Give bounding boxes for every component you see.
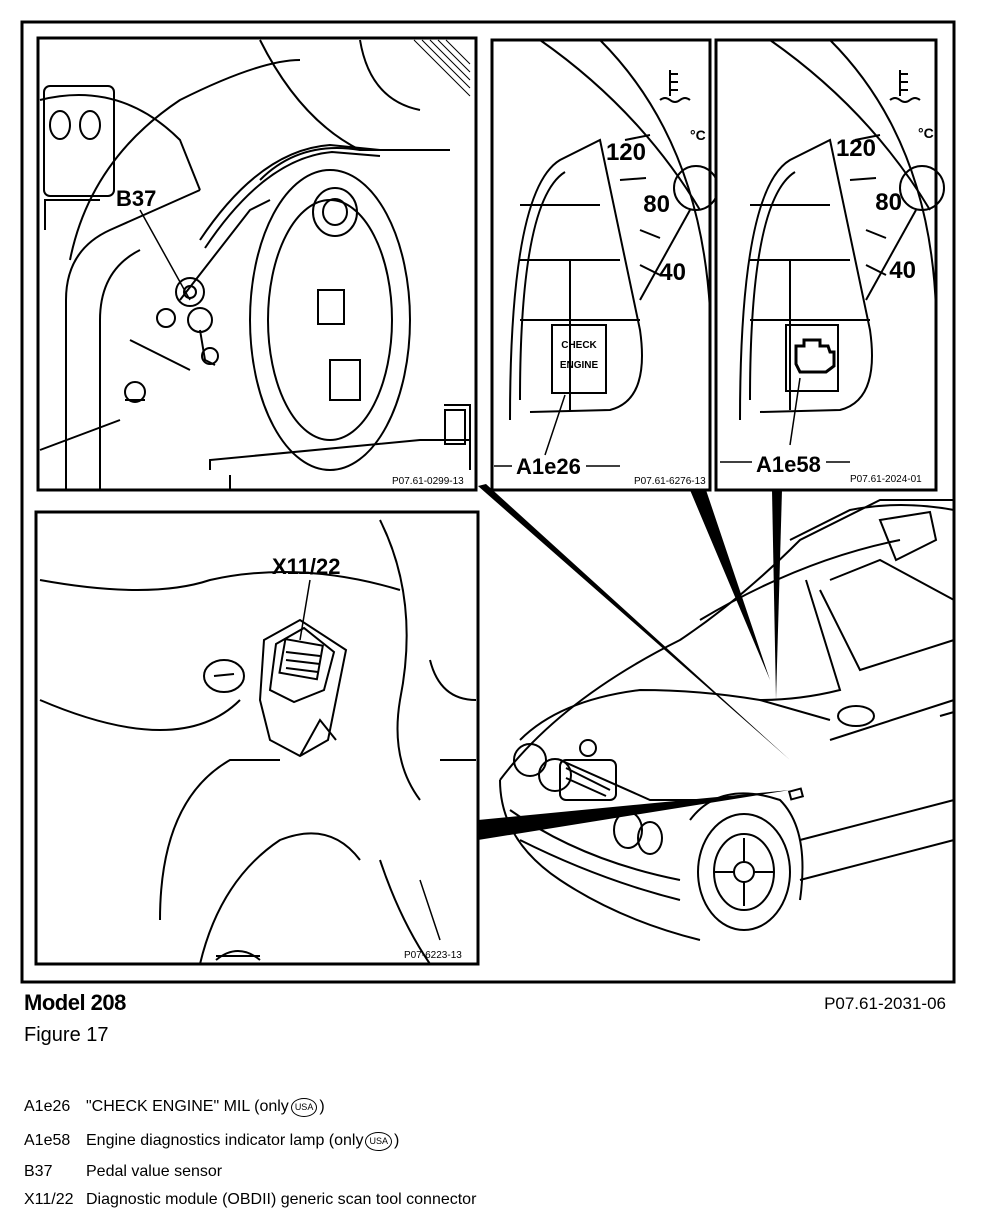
usa-badge-icon: USA <box>290 1097 318 1117</box>
check-engine-lamp-line2: ENGINE <box>560 360 599 371</box>
legend-key: A1e58 <box>24 1132 71 1149</box>
pointer-wedges <box>478 484 790 840</box>
gauge-tick-40-b: 40 <box>889 257 916 284</box>
legend-key: B37 <box>24 1163 53 1180</box>
figure-frame <box>20 20 956 984</box>
connector-panel: X11/22 P07-6223-13 <box>34 510 480 966</box>
cluster-text-panel: 120 °C 80 40 CHECK ENGINE A1e26 P07.61-6… <box>490 38 719 492</box>
connector-code: P07-6223-13 <box>404 950 462 961</box>
cluster-text-code: P07.61-6276-13 <box>634 476 706 487</box>
legend-desc: Diagnostic module (OBDII) generic scan t… <box>86 1191 477 1208</box>
engine-bay-code: P07.61-0299-13 <box>392 476 464 487</box>
gauge-tick-80-b: 80 <box>875 189 902 216</box>
usa-badge-icon: USA <box>365 1131 392 1151</box>
legend-item: A1e58 Engine diagnostics indicator lamp … <box>24 1124 964 1158</box>
legend-desc: Engine diagnostics indicator lamp (only <box>86 1132 364 1149</box>
gauge-unit: °C <box>690 127 706 143</box>
b37-label: B37 <box>116 186 156 211</box>
car-illustration <box>499 499 955 941</box>
a1e58-label: A1e58 <box>756 452 821 477</box>
legend-item: A1e26 "CHECK ENGINE" MIL (only USA ) <box>24 1090 964 1124</box>
legend-key: X11/22 <box>24 1191 74 1208</box>
figure-number: Figure 17 <box>24 1024 109 1046</box>
gauge-tick-120-b: 120 <box>836 135 876 162</box>
model-title: Model 208 <box>24 990 126 1015</box>
cluster-symbol-code: P07.61-2024-01 <box>850 474 922 485</box>
x11-22-label: X11/22 <box>272 554 341 579</box>
a1e26-label: A1e26 <box>516 454 581 479</box>
legend-key: A1e26 <box>24 1098 71 1115</box>
check-engine-lamp-line1: CHECK <box>561 340 597 351</box>
legend-close: ) <box>319 1098 325 1115</box>
legend-item: X11/22 Diagnostic module (OBDII) generic… <box>24 1186 964 1214</box>
legend-desc: "CHECK ENGINE" MIL (only <box>86 1098 289 1115</box>
figure-code: P07.61-2031-06 <box>824 994 946 1013</box>
cluster-symbol-panel: 120 °C 80 40 A1e58 P07.61-2024-01 <box>714 38 945 492</box>
legend-close: ) <box>394 1132 400 1149</box>
legend-item: B37 Pedal value sensor <box>24 1158 964 1186</box>
gauge-tick-120: 120 <box>606 139 646 166</box>
gauge-tick-40: 40 <box>659 259 686 286</box>
gauge-tick-80: 80 <box>643 191 670 218</box>
legend: A1e26 "CHECK ENGINE" MIL (only USA ) A1e… <box>24 1090 964 1214</box>
engine-symbol-icon <box>794 338 836 374</box>
gauge-unit-b: °C <box>918 125 934 141</box>
engine-bay-panel: B37 P07.61-0299-13 <box>36 36 478 492</box>
legend-desc: Pedal value sensor <box>86 1163 223 1180</box>
